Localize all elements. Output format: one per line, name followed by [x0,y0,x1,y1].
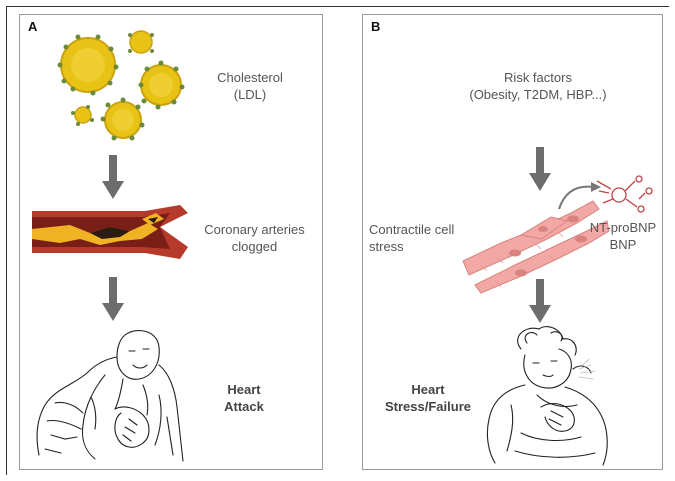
figure-frame [6,6,669,475]
heart-attack-label: Heart Attack [204,381,284,415]
heart-attack-label-line1: Heart [227,382,261,397]
ldl-particles-icon [57,30,185,141]
arteries-label-line1: Coronary arteries [204,222,305,237]
peptide-markers-icon [596,175,653,213]
cholesterol-label-line1: Cholesterol [217,70,283,85]
cholesterol-label-line2: (LDL) [233,87,267,102]
heart-failure-label: Heart Stress/Failure [373,381,483,415]
risk-factors-label: Risk factors (Obesity, T2DM, HBP...) [453,69,623,103]
markers-label-line2: BNP [609,237,637,252]
contractile-stress-label: Contractile cell stress [369,221,479,255]
risk-factors-label-line2: (Obesity, T2DM, HBP...) [469,87,607,102]
cardiomyocytes-icon [462,200,610,294]
heart-attack-person-icon [36,329,184,462]
cholesterol-label: Cholesterol (LDL) [190,69,310,103]
panel-a: A [19,14,323,470]
heart-failure-person-icon [486,326,608,466]
panel-b-letter: B [371,19,381,34]
ldl-particle-large [60,37,116,93]
heart-attack-label-line2: Attack [224,399,264,414]
apob-dots [57,33,185,141]
down-arrow-icon [102,277,124,321]
heart-failure-label-line2: Stress/Failure [385,399,471,414]
curved-arrow-icon [558,182,601,210]
markers-label: NT-proBNP BNP [585,219,661,253]
arteries-label-line2: clogged [231,239,278,254]
clogged-artery-icon [32,205,188,259]
risk-factors-label-line1: Risk factors [504,70,572,85]
contractile-stress-label-line1: Contractile cell [369,222,455,237]
down-arrow-icon [102,155,124,199]
markers-label-line1: NT-proBNP [589,220,657,235]
down-arrow-icon [529,279,551,323]
ldl-particle-small-top [129,30,153,54]
panel-b: B Risk factors (Obesity, T2DM, HBP...) C… [362,14,663,470]
contractile-stress-label-line2: stress [369,239,404,254]
panel-a-letter: A [28,19,38,34]
down-arrow-icon [529,147,551,191]
ldl-particle-tiny [74,106,92,124]
arteries-label: Coronary arteries clogged [192,221,317,255]
heart-failure-label-line1: Heart [411,382,445,397]
